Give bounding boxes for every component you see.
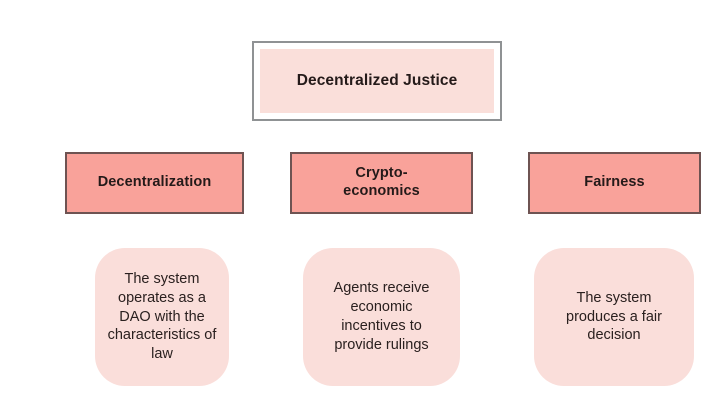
pillar-description-text: Agents receive economic incentives to pr… <box>333 280 430 353</box>
page-title: Decentralized Justice <box>296 72 458 89</box>
pillar-description-decentralization: The system operates as a DAO with the ch… <box>95 248 229 386</box>
pillar-descriptions-row: The system operates as a DAO with the ch… <box>0 248 725 386</box>
pillar-headers-row: Decentralization Crypto- economics Fairn… <box>0 152 725 214</box>
title-box: Decentralized Justice <box>252 41 502 121</box>
pillar-header-label: Crypto- economics <box>343 165 420 199</box>
pillar-header-label: Fairness <box>584 174 645 191</box>
pillar-header-decentralization: Decentralization <box>65 152 244 214</box>
pillar-header-cryptoeconomics: Crypto- economics <box>290 152 473 214</box>
pillar-header-fairness: Fairness <box>528 152 701 214</box>
title-box-inner: Decentralized Justice <box>260 49 494 113</box>
pillar-description-text: The system produces a fair decision <box>566 289 662 344</box>
pillar-description-cryptoeconomics: Agents receive economic incentives to pr… <box>303 248 460 386</box>
pillar-description-text: The system operates as a DAO with the ch… <box>107 270 217 363</box>
pillar-description-fairness: The system produces a fair decision <box>534 248 694 386</box>
pillar-header-label: Decentralization <box>97 174 212 191</box>
